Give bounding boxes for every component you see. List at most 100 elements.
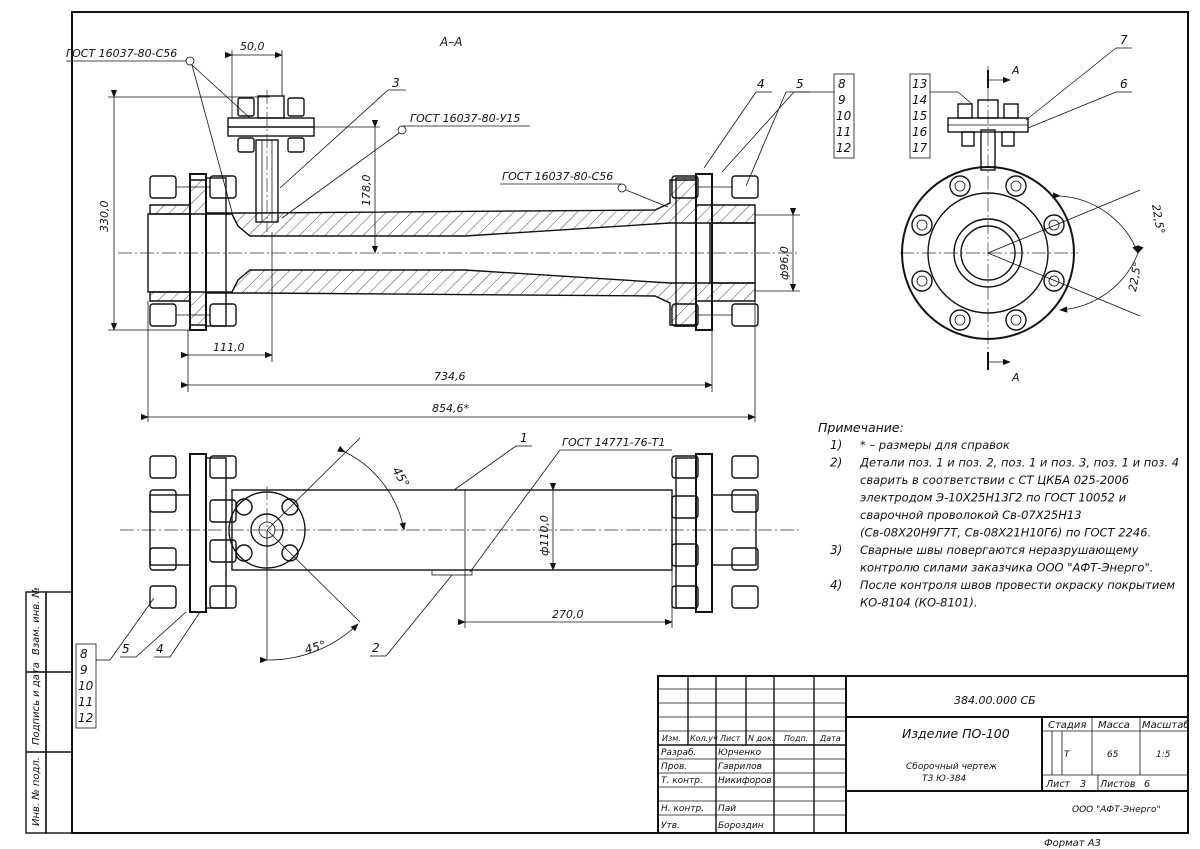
pos-1: 1 bbox=[520, 431, 528, 445]
note-line: контролю силами заказчика ООО "АФТ-Энерг… bbox=[860, 561, 1153, 575]
svg-text:Пай: Пай bbox=[718, 804, 736, 814]
pos-stack-right: 8 9 10 11 12 bbox=[836, 77, 852, 155]
note-line: сварить в соответствии с СТ ЦКБА 025-200… bbox=[860, 473, 1129, 487]
pos-3: 3 bbox=[392, 76, 400, 90]
gost-bottom: ГОСТ 14771-76-Т1 bbox=[562, 436, 665, 449]
note-number: 2) bbox=[830, 456, 842, 470]
note-line: сварочной проволокой Св-07Х25Н13 bbox=[860, 508, 1082, 522]
title-block-roles: Разраб. Юрченко Пров. Гаврилов Т. контр.… bbox=[661, 748, 772, 831]
company-name: ООО "АФТ-Энерго" bbox=[1072, 805, 1161, 815]
svg-text:17: 17 bbox=[912, 141, 928, 155]
note-line: После контроля швов провести окраску пок… bbox=[860, 578, 1175, 592]
pos-7: 7 bbox=[1120, 33, 1128, 47]
product-name: Изделие ПО-100 bbox=[902, 726, 1010, 741]
note-line: (Св-08Х20Н9Г7Т, Св-08Х21Н10Г6) по ГОСТ 2… bbox=[860, 526, 1151, 540]
svg-text:12: 12 bbox=[836, 141, 851, 155]
notes-block: Примечание: 1) * – размеры для справок 2) Д… bbox=[818, 420, 1179, 610]
svg-text:11: 11 bbox=[78, 695, 93, 709]
plan-bolts bbox=[149, 455, 759, 609]
section-view-a-a: А–А bbox=[66, 35, 855, 422]
svg-text:14: 14 bbox=[912, 93, 927, 107]
dim-angle-45-top: 45° bbox=[389, 465, 412, 490]
dim-330: 330,0 bbox=[98, 201, 111, 233]
section-label: А–А bbox=[439, 35, 462, 49]
side-view: А А 22,5° 22 bbox=[900, 33, 1167, 384]
dim-270: 270,0 bbox=[552, 608, 584, 621]
pos-5: 5 bbox=[796, 77, 804, 91]
dim-angle-45-bottom: 45° bbox=[303, 638, 327, 657]
svg-text:10: 10 bbox=[836, 109, 852, 123]
gost-top-left: ГОСТ 16037-80-С56 bbox=[66, 47, 177, 60]
gost-top-mid: ГОСТ 16037-80-У15 bbox=[410, 112, 520, 125]
sheet-frame bbox=[71, 11, 1189, 834]
title-block: 384.00.000 СБ Изделие ПО-100 Сборочный ч… bbox=[657, 675, 1190, 849]
pos-6: 6 bbox=[1120, 77, 1128, 91]
svg-text:Никифоров: Никифоров bbox=[718, 776, 772, 786]
mass-header: Масса bbox=[1098, 720, 1130, 731]
pos-2: 2 bbox=[372, 641, 380, 655]
stage-value: Т bbox=[1064, 750, 1071, 760]
pos-stack-bottom: 8 9 10 11 12 bbox=[78, 647, 94, 725]
svg-text:Изм.: Изм. bbox=[662, 734, 681, 743]
cut-marker-top: А bbox=[1011, 64, 1020, 77]
svg-text:12: 12 bbox=[78, 711, 93, 725]
note-number: 1) bbox=[830, 438, 842, 452]
dim-854: 854,6* bbox=[432, 402, 469, 415]
note-line: * – размеры для справок bbox=[860, 438, 1010, 452]
side-stamp-label-2: Подпись и дата bbox=[31, 662, 42, 745]
dim-734: 734,6 bbox=[434, 370, 466, 383]
side-stamp-label-1: Взам. инв. № bbox=[31, 587, 42, 655]
svg-text:Гаврилов: Гаврилов bbox=[718, 762, 762, 772]
sheet-number: 3 bbox=[1080, 779, 1086, 790]
svg-text:8: 8 bbox=[80, 647, 88, 661]
note-number: 4) bbox=[830, 578, 842, 592]
spec-code: ТЗ Ю-384 bbox=[922, 774, 967, 784]
svg-text:13: 13 bbox=[912, 77, 927, 91]
dim-111: 111,0 bbox=[213, 341, 245, 354]
stage-header: Стадия bbox=[1048, 720, 1086, 731]
note-number: 3) bbox=[830, 543, 842, 557]
side-stamp: Взам. инв. № Подпись и дата Инв. № подл. bbox=[25, 587, 73, 834]
pos-5-bottom: 5 bbox=[122, 642, 130, 656]
scale-value: 1:5 bbox=[1156, 750, 1171, 760]
svg-text:15: 15 bbox=[912, 109, 927, 123]
note-line: Детали поз. 1 и поз. 2, поз. 1 и поз. 3,… bbox=[859, 456, 1179, 470]
sheets-number: 6 bbox=[1144, 779, 1150, 790]
title-block-col-heads: Изм. Кол.уч Лист N док. Подп. Дата bbox=[662, 734, 841, 743]
doc-type: Сборочный чертеж bbox=[906, 762, 998, 772]
sheet-label: Лист bbox=[1045, 779, 1071, 790]
dim-96: ф96,0 bbox=[778, 246, 791, 280]
svg-text:9: 9 bbox=[80, 663, 88, 677]
svg-text:Кол.уч: Кол.уч bbox=[690, 734, 718, 743]
sheet-format: Формат А3 bbox=[1044, 838, 1101, 849]
sheets-label: Листов bbox=[1099, 779, 1136, 790]
notes-title: Примечание: bbox=[818, 420, 904, 435]
dim-angle-22-top: 22,5° bbox=[1149, 203, 1167, 235]
svg-text:Бороздин: Бороздин bbox=[718, 821, 764, 831]
plan-view: 45° 45° ф110,0 270,0 ГОСТ 14771-76-Т1 1 … bbox=[75, 431, 800, 729]
svg-text:16: 16 bbox=[912, 125, 928, 139]
bolt-group-left bbox=[149, 175, 237, 327]
mass-value: 65 bbox=[1107, 750, 1119, 760]
dim-178: 178,0 bbox=[360, 175, 373, 207]
bolt-group-right bbox=[671, 175, 759, 327]
gost-right-weld: ГОСТ 16037-80-С56 bbox=[502, 170, 613, 183]
dim-50: 50,0 bbox=[240, 40, 265, 53]
svg-text:Лист: Лист bbox=[719, 734, 741, 743]
note-line: Сварные швы повергаются неразрушающему bbox=[860, 543, 1139, 557]
side-stamp-label-3: Инв. № подл. bbox=[31, 757, 42, 826]
pos-4-bottom: 4 bbox=[156, 642, 164, 656]
note-line: электродом Э-10Х25Н13Г2 по ГОСТ 10052 и bbox=[860, 491, 1127, 505]
svg-text:Пров.: Пров. bbox=[661, 762, 687, 772]
svg-text:N док.: N док. bbox=[748, 734, 774, 743]
cut-marker-bottom: А bbox=[1011, 371, 1020, 384]
svg-text:10: 10 bbox=[78, 679, 94, 693]
pos-4: 4 bbox=[757, 77, 765, 91]
svg-text:11: 11 bbox=[836, 125, 851, 139]
svg-text:Н. контр.: Н. контр. bbox=[661, 804, 704, 814]
note-line: КО-8104 (КО-8101). bbox=[860, 596, 978, 610]
svg-text:9: 9 bbox=[838, 93, 846, 107]
scale-header: Масштаб bbox=[1142, 719, 1190, 731]
svg-text:Подп.: Подп. bbox=[784, 734, 808, 743]
